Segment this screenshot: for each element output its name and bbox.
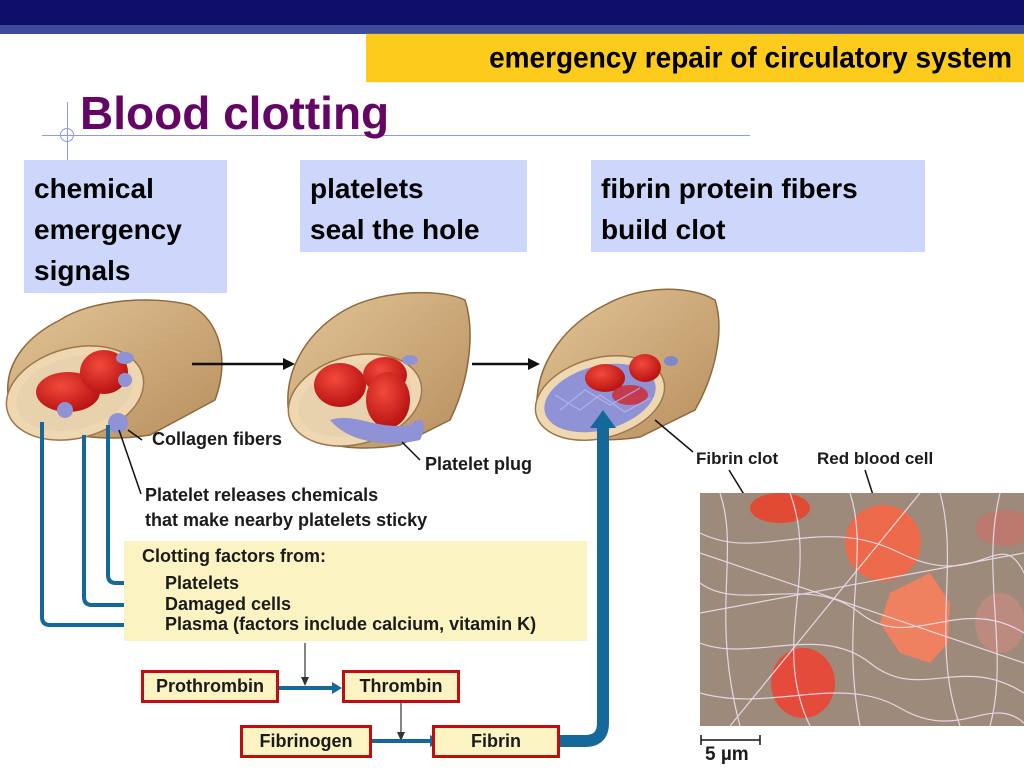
title-underline xyxy=(42,135,750,136)
callout-line: platelets xyxy=(310,173,424,204)
fibrin-return-arrow xyxy=(560,425,609,747)
callout-line: build clot xyxy=(601,214,726,245)
clotting-factors-box xyxy=(124,541,587,641)
callout-line: emergency xyxy=(34,214,182,245)
callout-line: fibrin protein fibers xyxy=(601,173,858,204)
scale-bar-label: 5 µm xyxy=(705,744,749,765)
callout-line: chemical xyxy=(34,173,154,204)
label-fibrin-clot: Fibrin clot xyxy=(696,449,779,468)
callout-platelets-seal: platelets seal the hole xyxy=(300,160,527,252)
factor-plasma: Plasma (factors include calcium, vitamin… xyxy=(165,614,537,634)
callout-chemical-signals: chemical emergency signals xyxy=(24,160,227,293)
label-platelet-releases-cont: that make nearby platelets sticky xyxy=(145,510,428,530)
vessel-platelet-plug xyxy=(287,291,471,449)
label-red-blood-cell: Red blood cell xyxy=(817,449,934,468)
label-collagen-fibers: Collagen fibers xyxy=(152,429,283,449)
red-blood-cell xyxy=(366,372,410,428)
red-blood-cell xyxy=(314,363,366,407)
red-blood-cell xyxy=(880,573,950,663)
subtitle-banner: emergency repair of circulatory system xyxy=(366,33,1024,83)
factor-damaged-cells: Damaged cells xyxy=(165,594,292,614)
factor-platelets: Platelets xyxy=(165,573,240,593)
title-crosshair-icon xyxy=(60,128,74,142)
callout-line: signals xyxy=(34,255,131,286)
step-fibrinogen: Fibrinogen xyxy=(240,725,372,758)
fibrin-strands xyxy=(700,493,1024,726)
fibrin-clot-micrograph xyxy=(700,493,1024,726)
fibrin-mesh xyxy=(554,387,651,413)
signal-arrows xyxy=(40,422,150,627)
platelet-plug xyxy=(330,417,425,444)
header-band-accent xyxy=(0,25,1024,34)
red-blood-cell xyxy=(80,350,128,394)
label-platelet-releases: Platelet releases chemicals xyxy=(145,485,379,505)
step-fibrin: Fibrin xyxy=(432,725,560,758)
clotting-factors-title: Clotting factors from: xyxy=(142,546,326,566)
step-prothrombin: Prothrombin xyxy=(141,670,279,703)
vessel-fibrin-clot xyxy=(534,288,720,441)
label-platelet-plug: Platelet plug xyxy=(425,454,533,474)
header-band xyxy=(0,0,1024,25)
callout-fibrin-fibers: fibrin protein fibers build clot xyxy=(591,160,925,252)
slide-title: Blood clotting xyxy=(80,87,390,139)
vessel-damaged xyxy=(5,299,223,441)
step-thrombin: Thrombin xyxy=(342,670,460,703)
callout-line: seal the hole xyxy=(310,214,480,245)
red-blood-cell xyxy=(771,648,835,718)
platelet xyxy=(108,413,128,433)
